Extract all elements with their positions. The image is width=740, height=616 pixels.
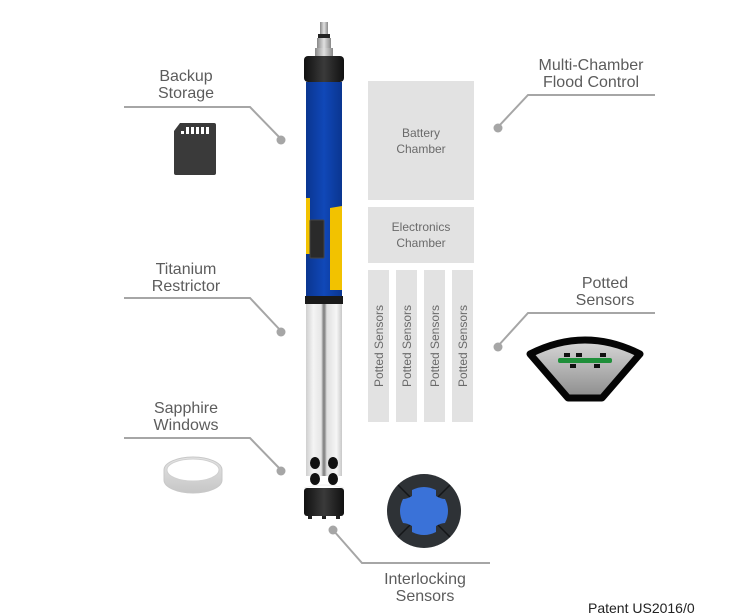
label-line: Sapphire: [153, 400, 219, 417]
sonde-instrument: [303, 22, 345, 519]
label-line: Interlocking: [384, 571, 466, 588]
leader-titanium-restrictor: [124, 297, 282, 332]
label-line: Titanium: [155, 261, 217, 278]
label-line: Windows: [153, 417, 219, 434]
label-line: Potted: [581, 275, 629, 292]
label-sapphire-windows: Sapphire Windows: [140, 400, 232, 434]
label-line: Backup: [159, 68, 213, 85]
label-line: Multi-Chamber: [538, 57, 644, 74]
dot-multi-chamber: [493, 123, 503, 133]
leader-potted-sensors: [497, 312, 655, 347]
label-line: Flood Control: [542, 74, 640, 91]
interlocking-sensor-icon: [387, 474, 461, 548]
leader-backup-storage: [124, 106, 282, 140]
chamber-label-line: Electronics: [391, 220, 451, 234]
patent-text: Patent US2016/0: [588, 600, 695, 616]
potted-sensor-chamber: Potted Sensors: [452, 270, 473, 422]
dot-potted-sensors: [493, 342, 503, 352]
chamber-label-line: Chamber: [396, 141, 446, 156]
sd-card-icon: [174, 123, 216, 175]
potted-sensor-chamber: Potted Sensors: [368, 270, 389, 422]
sapphire-ring-icon: [163, 456, 223, 494]
label-titanium-restrictor: Titanium Restrictor: [140, 261, 232, 295]
label-backup-storage: Backup Storage: [140, 68, 232, 102]
dot-titanium-restrictor: [276, 327, 286, 337]
label-interlocking-sensors: Interlocking Sensors: [370, 571, 480, 605]
dot-sapphire-windows: [276, 466, 286, 476]
label-line: Sensors: [395, 588, 455, 605]
potted-sensor-icon: [526, 336, 644, 402]
chamber-label-line: Battery: [401, 125, 440, 140]
label-multi-chamber: Multi-Chamber Flood Control: [524, 57, 658, 91]
electronics-chamber: Electronics Chamber: [368, 207, 474, 263]
potted-chamber-label: Potted Sensors: [455, 304, 470, 388]
potted-sensor-chamber: Potted Sensors: [424, 270, 445, 422]
label-line: Restrictor: [151, 278, 221, 295]
leader-multi-chamber: [497, 94, 655, 128]
potted-chamber-label: Potted Sensors: [427, 304, 442, 388]
potted-chamber-label: Potted Sensors: [371, 304, 386, 388]
label-line: Sensors: [575, 292, 635, 309]
label-potted-sensors: Potted Sensors: [560, 275, 650, 309]
label-line: Storage: [157, 85, 215, 102]
leader-interlocking-sensors: [332, 529, 490, 564]
potted-sensor-chamber: Potted Sensors: [396, 270, 417, 422]
dot-backup-storage: [276, 135, 286, 145]
battery-chamber: Battery Chamber: [368, 81, 474, 200]
potted-chamber-label: Potted Sensors: [399, 304, 414, 388]
chamber-label-line: Chamber: [396, 236, 446, 250]
dot-interlocking-sensors: [328, 525, 338, 535]
leader-sapphire-windows: [124, 437, 282, 471]
